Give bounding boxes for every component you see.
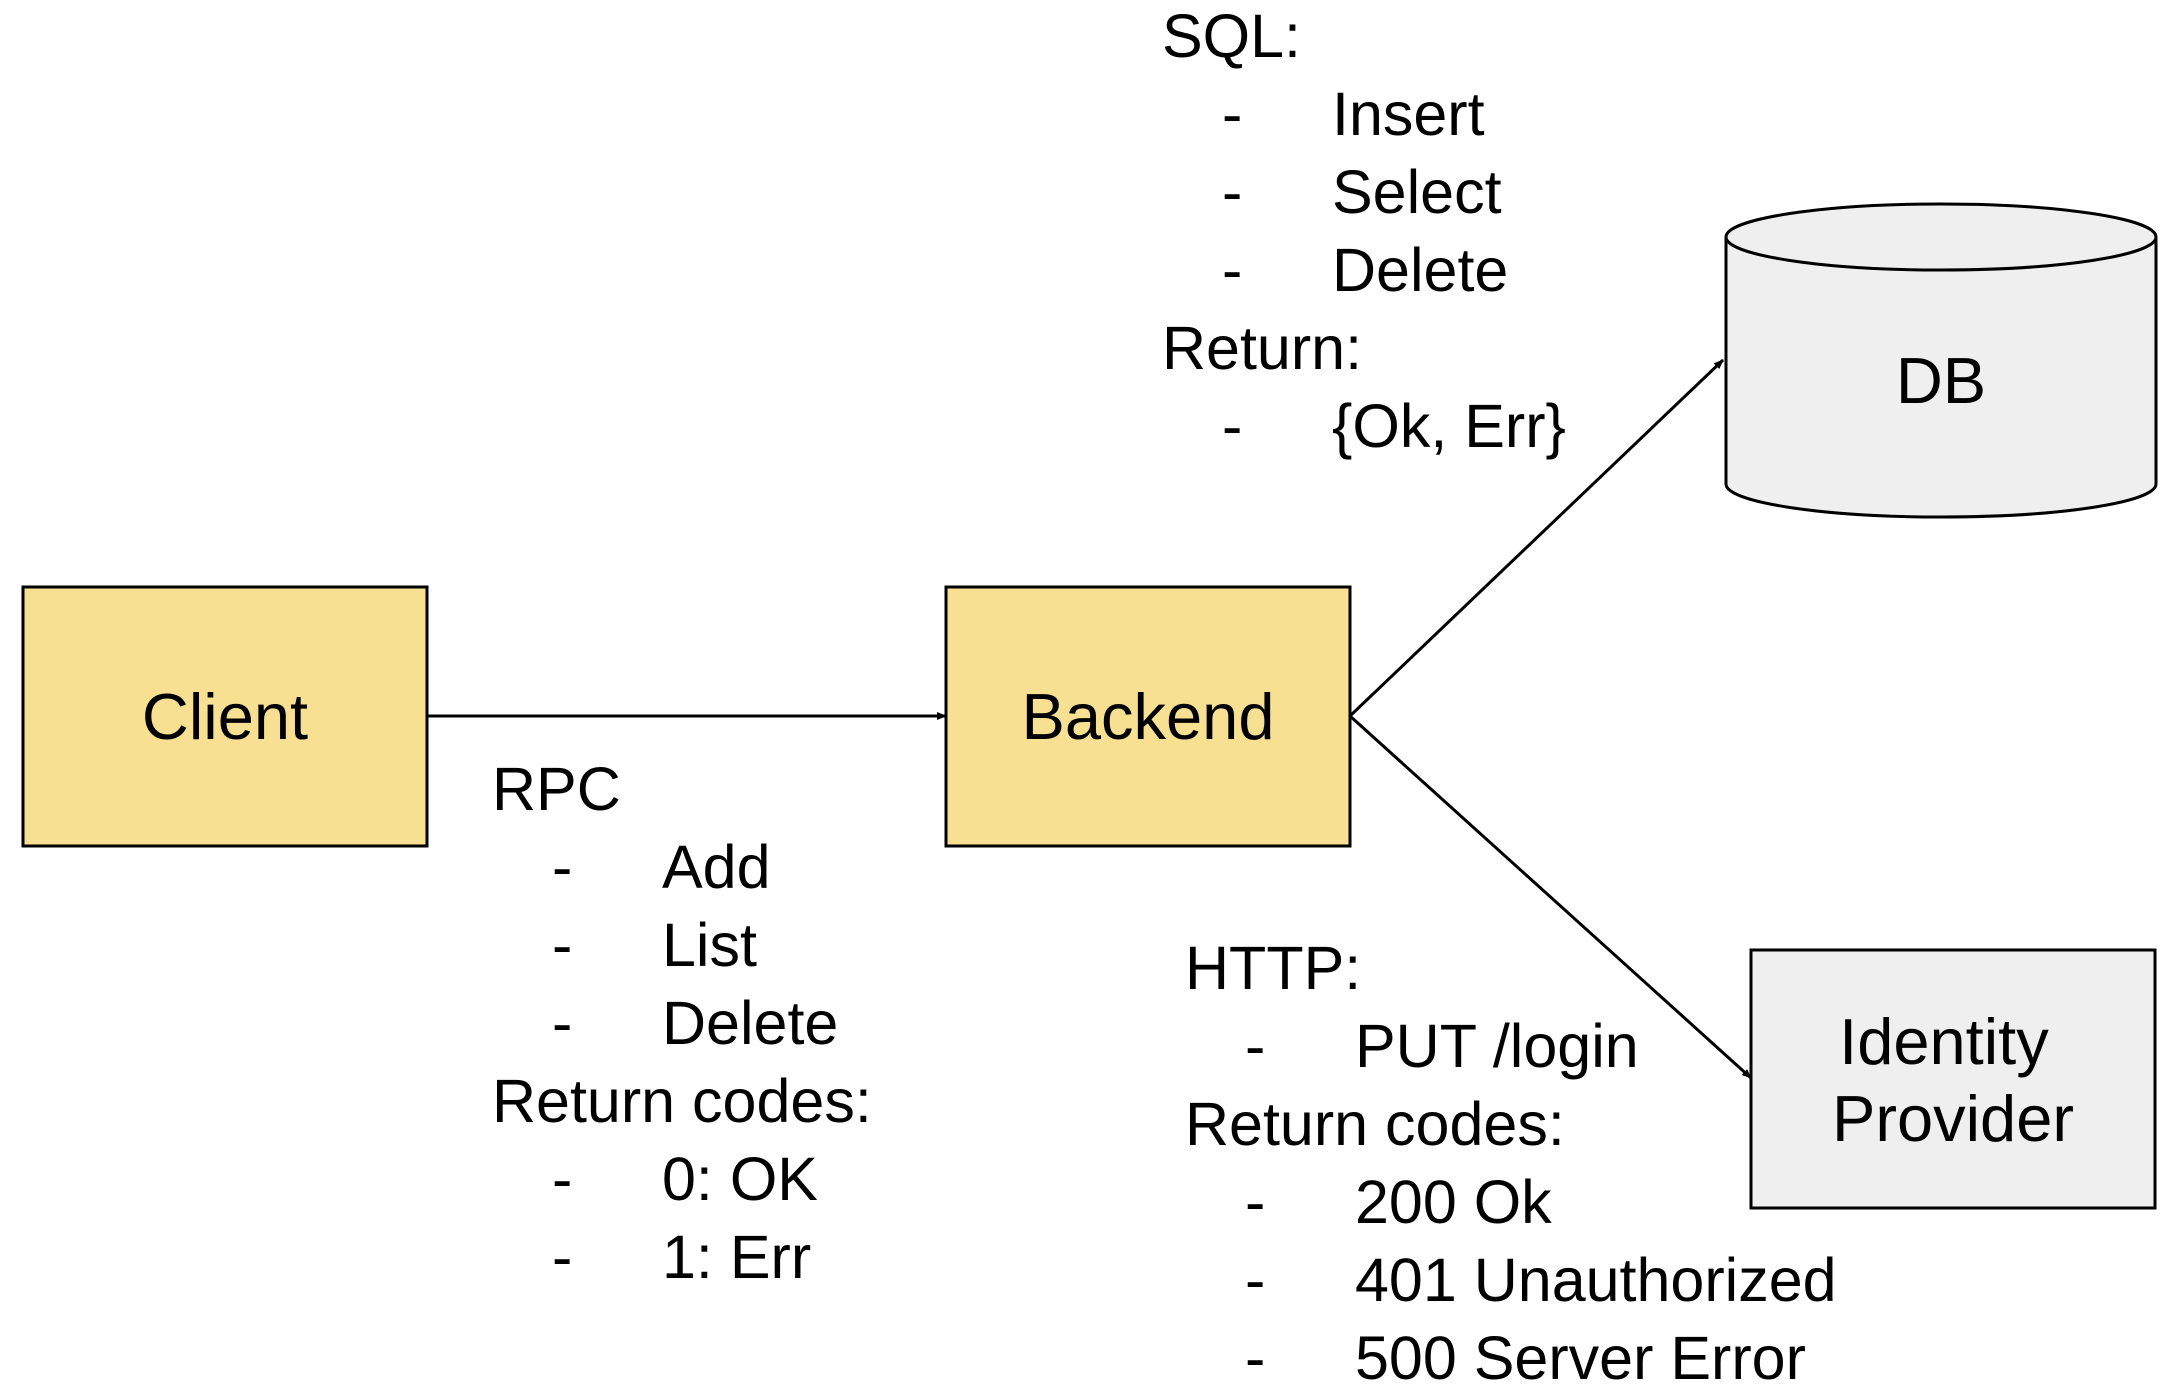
db-node: DB: [1724, 202, 2158, 519]
bullet-dash: -: [1222, 80, 1243, 148]
backend-to-db-arrow: [1348, 358, 1725, 718]
identity-provider-node: Identity Provider: [1749, 948, 2157, 1210]
backend-node: Backend: [944, 585, 1352, 848]
http-return-title: Return codes:: [1185, 1090, 1565, 1158]
sql-item-label: Delete: [1332, 236, 1509, 304]
rpc-return-title: Return codes:: [492, 1067, 872, 1135]
bullet-dash: -: [1245, 1168, 1266, 1236]
rpc-return-item-label: 0: OK: [662, 1145, 818, 1213]
rpc-return-item: - 0: OK: [492, 1140, 872, 1218]
rpc-return-item: - 1: Err: [492, 1218, 872, 1296]
http-return-item: - 500 Server Error: [1185, 1319, 1837, 1397]
bullet-dash: -: [552, 989, 573, 1057]
backend-to-identity-provider-arrow: [1348, 714, 1753, 1080]
sql-item-label: Insert: [1332, 80, 1485, 148]
http-title: HTTP:: [1185, 934, 1362, 1002]
backend-label: Backend: [1022, 680, 1275, 753]
rpc-item-label: List: [662, 911, 757, 979]
bullet-dash: -: [1222, 392, 1243, 460]
sql-title: SQL:: [1162, 2, 1302, 70]
rpc-item: - Delete: [492, 984, 872, 1062]
rpc-title: RPC: [492, 755, 621, 823]
http-return-item: - 401 Unauthorized: [1185, 1241, 1837, 1319]
sql-return-title: Return:: [1162, 314, 1363, 382]
http-return-item-label: 500 Server Error: [1355, 1324, 1806, 1392]
client-box: [21, 585, 429, 848]
bullet-dash: -: [552, 833, 573, 901]
bullet-dash: -: [1245, 1246, 1266, 1314]
bullet-dash: -: [552, 911, 573, 979]
rpc-item-label: Delete: [662, 989, 839, 1057]
identity-provider-label-line-2: Provider: [1832, 1082, 2074, 1155]
bullet-dash: -: [552, 1145, 573, 1213]
sql-return-item-label: {Ok, Err}: [1332, 392, 1566, 460]
bullet-dash: -: [1245, 1324, 1266, 1392]
bullet-dash: -: [1222, 158, 1243, 226]
rpc-return-item-label: 1: Err: [662, 1223, 812, 1291]
sql-note: SQL: - Insert - Select - Delete Return: …: [1162, 0, 1566, 465]
identity-provider-label: Identity Provider: [1832, 1005, 2074, 1155]
client-node: Client: [21, 585, 429, 848]
rpc-note: RPC - Add - List - Delete Return codes: …: [492, 750, 872, 1296]
db-cylinder-top: [1724, 202, 2158, 272]
http-return-item-label: 401 Unauthorized: [1355, 1246, 1837, 1314]
http-return-item: - 200 Ok: [1185, 1163, 1837, 1241]
http-item-label: PUT /login: [1355, 1012, 1639, 1080]
identity-provider-box: [1749, 948, 2157, 1210]
sql-item-label: Select: [1332, 158, 1502, 226]
sql-item: - Select: [1162, 153, 1566, 231]
db-label: DB: [1896, 344, 1986, 417]
sql-item: - Insert: [1162, 75, 1566, 153]
rpc-item: - List: [492, 906, 872, 984]
bullet-dash: -: [1222, 236, 1243, 304]
identity-provider-label-line-1: Identity: [1839, 1005, 2049, 1078]
rpc-item: - Add: [492, 828, 872, 906]
http-return-item-label: 200 Ok: [1355, 1168, 1552, 1236]
backend-box: [944, 585, 1352, 848]
http-item: - PUT /login: [1185, 1007, 1837, 1085]
bullet-dash: -: [1245, 1012, 1266, 1080]
db-cylinder-body: [1724, 237, 2158, 519]
sql-return-item: - {Ok, Err}: [1162, 387, 1566, 465]
client-label: Client: [142, 680, 308, 753]
bullet-dash: -: [552, 1223, 573, 1291]
rpc-item-label: Add: [662, 833, 771, 901]
sql-item: - Delete: [1162, 231, 1566, 309]
http-note: HTTP: - PUT /login Return codes: - 200 O…: [1185, 929, 1837, 1397]
